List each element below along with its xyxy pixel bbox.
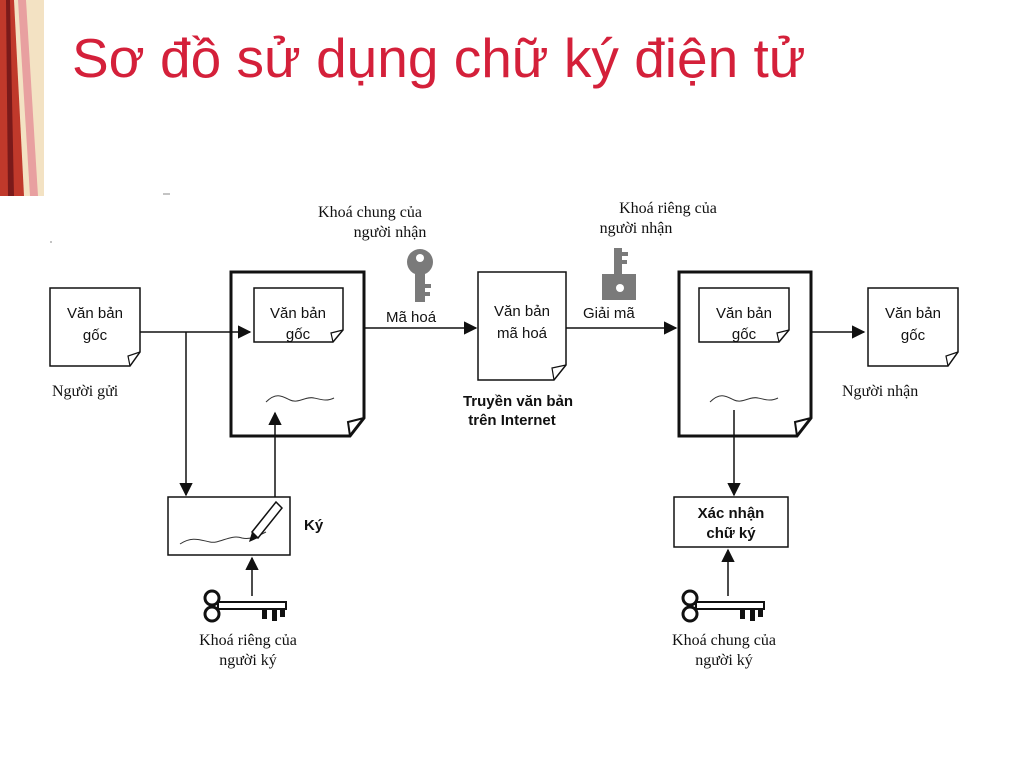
- page-title: Sơ đồ sử dụng chữ ký điện tử: [72, 27, 806, 89]
- decorative-side-strip: [0, 0, 44, 196]
- final-doc-line2: gốc: [901, 327, 926, 344]
- signer-private-key-line2: người ký: [219, 652, 277, 669]
- final-document: Văn bản gốc: [867, 287, 959, 367]
- sender-doc-line1: Văn bản: [67, 305, 123, 322]
- decrypt-label: Giải mã: [583, 305, 635, 322]
- receiver-public-key-line1: Khoá chung của: [318, 204, 422, 221]
- key-icon: [602, 248, 636, 300]
- sign-label: Ký: [304, 517, 324, 534]
- sender-document: Văn bản gốc: [49, 287, 141, 367]
- signed-document: Văn bản gốc: [229, 270, 366, 438]
- verify-line1: Xác nhận: [698, 505, 765, 522]
- transfer-line1: Truyền văn bản: [463, 393, 573, 410]
- final-doc-line1: Văn bản: [885, 305, 941, 322]
- receiver-private-key-line2: người nhận: [600, 220, 673, 237]
- received-document: Văn bản gốc: [677, 270, 813, 438]
- received-inner-line2: gốc: [732, 326, 757, 343]
- receiver-label: Người nhận: [842, 383, 918, 400]
- key-icon: [407, 249, 433, 302]
- signature-scribble: [265, 395, 335, 403]
- signer-private-key-line1: Khoá riêng của: [199, 632, 297, 649]
- signed-inner-line2: gốc: [286, 326, 311, 343]
- verify-box: Xác nhận chữ ký: [673, 496, 789, 548]
- sign-box: [167, 496, 291, 556]
- signature-scribble: [709, 395, 779, 403]
- received-inner-line1: Văn bản: [716, 305, 772, 322]
- signer-public-key-line1: Khoá chung của: [672, 632, 776, 649]
- key-icon: [681, 589, 765, 623]
- encrypted-document: Văn bản mã hoá: [477, 271, 567, 381]
- encrypted-doc-line1: Văn bản: [494, 303, 550, 320]
- pen-icon: [249, 500, 284, 542]
- sender-label: Người gửi: [52, 383, 119, 400]
- receiver-private-key-line1: Khoá riêng của: [619, 200, 717, 217]
- sender-doc-line2: gốc: [83, 327, 108, 344]
- encrypt-label: Mã hoá: [386, 309, 437, 326]
- key-icon: [203, 589, 287, 623]
- encrypted-doc-line2: mã hoá: [497, 325, 548, 342]
- receiver-public-key-line2: người nhận: [354, 224, 427, 241]
- verify-line2: chữ ký: [706, 525, 756, 542]
- transfer-line2: trên Internet: [468, 412, 556, 429]
- signer-public-key-line2: người ký: [695, 652, 753, 669]
- signed-inner-line1: Văn bản: [270, 305, 326, 322]
